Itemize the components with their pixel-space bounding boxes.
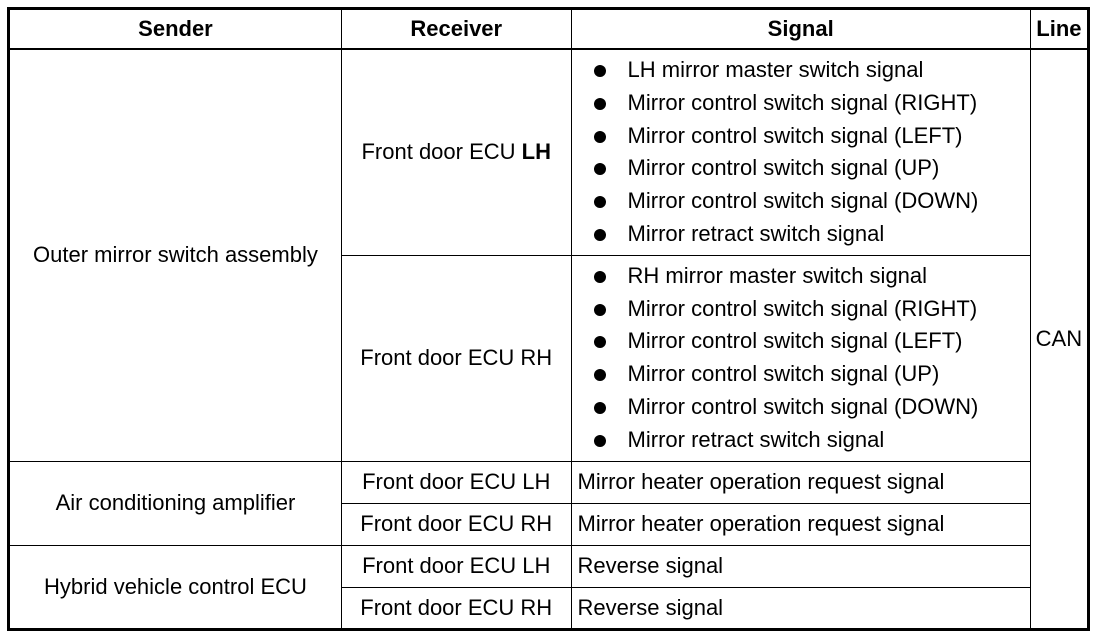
signal-item: LH mirror master switch signal bbox=[592, 54, 1030, 87]
line-cell: CAN bbox=[1029, 48, 1090, 630]
receiver-cell: Front door ECU LH bbox=[340, 460, 572, 504]
receiver-prefix: Front door ECU bbox=[361, 139, 522, 165]
signal-item: Mirror control switch signal (LEFT) bbox=[592, 120, 1030, 153]
header-row: Sender Receiver Signal Line bbox=[8, 8, 1090, 50]
bullet-icon bbox=[593, 369, 606, 382]
receiver-cell: Front door ECU RH bbox=[340, 502, 572, 546]
signal-list: RH mirror master switch signal Mirror co… bbox=[572, 256, 1030, 461]
table-row: Outer mirror switch assembly Front door … bbox=[8, 48, 1090, 630]
header-receiver: Receiver bbox=[340, 8, 572, 50]
header-signal: Signal bbox=[570, 8, 1031, 50]
table-row: Air conditioning amplifier Front door EC… bbox=[8, 460, 1089, 546]
receiver-prefix: Front door ECU bbox=[362, 553, 523, 579]
signal-list: LH mirror master switch signal Mirror co… bbox=[572, 50, 1030, 255]
bullet-icon bbox=[593, 270, 606, 283]
sender-cell: Air conditioning amplifier bbox=[8, 460, 342, 546]
header-sender: Sender bbox=[8, 8, 342, 50]
receiver-cell: Front door ECU LH bbox=[340, 48, 572, 256]
signal-item: Mirror retract switch signal bbox=[592, 424, 1030, 457]
signal-item: Mirror retract switch signal bbox=[592, 218, 1030, 251]
signal-item: Mirror control switch signal (DOWN) bbox=[592, 391, 1030, 424]
receiver-side: RH bbox=[520, 511, 553, 537]
signal-item: Mirror control switch signal (RIGHT) bbox=[592, 293, 1030, 326]
receiver-prefix: Front door ECU bbox=[360, 594, 521, 620]
receiver-side: RH bbox=[520, 345, 553, 371]
receiver-cell: Front door ECU RH bbox=[340, 586, 572, 630]
signal-cell: Mirror heater operation request signal bbox=[570, 502, 1031, 546]
receiver-prefix: Front door ECU bbox=[360, 511, 521, 537]
receiver-side: LH bbox=[522, 553, 551, 579]
header-line: Line bbox=[1029, 8, 1090, 50]
bullet-icon bbox=[593, 303, 606, 316]
signal-item: RH mirror master switch signal bbox=[592, 260, 1030, 293]
bullet-icon bbox=[593, 130, 606, 143]
can-signal-table: Sender Receiver Signal Line Outer mirror… bbox=[7, 7, 1090, 631]
table-row: Front door ECU RH Mirror heater operatio… bbox=[9, 502, 1089, 546]
sender-cell: Outer mirror switch assembly bbox=[8, 48, 342, 462]
bullet-icon bbox=[593, 65, 606, 77]
bullet-icon bbox=[593, 163, 606, 176]
table-row: Hybrid vehicle control ECU Front door EC… bbox=[8, 544, 1089, 630]
signal-cell: Reverse signal bbox=[570, 544, 1031, 588]
receiver-prefix: Front door ECU bbox=[362, 469, 523, 495]
signal-list-cell: RH mirror master switch signal Mirror co… bbox=[570, 254, 1031, 462]
bullet-icon bbox=[593, 97, 606, 110]
signal-item: Mirror control switch signal (UP) bbox=[592, 152, 1030, 185]
bullet-icon bbox=[593, 196, 606, 209]
receiver-prefix: Front door ECU bbox=[360, 345, 521, 371]
receiver-cell: Front door ECU LH bbox=[340, 544, 572, 588]
receiver-side: RH bbox=[520, 594, 553, 620]
receiver-side: LH bbox=[521, 139, 551, 165]
receiver-side: LH bbox=[522, 469, 551, 495]
signal-item: Mirror control switch signal (LEFT) bbox=[592, 325, 1030, 358]
bullet-icon bbox=[593, 402, 606, 415]
sender-cell: Hybrid vehicle control ECU bbox=[8, 544, 342, 630]
signal-cell: Reverse signal bbox=[570, 586, 1031, 630]
signal-item: Mirror control switch signal (UP) bbox=[592, 358, 1030, 391]
signal-cell: Mirror heater operation request signal bbox=[570, 460, 1031, 504]
signal-list-cell: LH mirror master switch signal Mirror co… bbox=[570, 48, 1031, 256]
bullet-icon bbox=[593, 336, 606, 349]
receiver-cell: Front door ECU RH bbox=[340, 254, 572, 462]
table-row: Front door ECU RH Reverse signal bbox=[9, 586, 1089, 630]
signal-item: Mirror control switch signal (RIGHT) bbox=[592, 87, 1030, 120]
signal-item: Mirror control switch signal (DOWN) bbox=[592, 185, 1030, 218]
bullet-icon bbox=[593, 228, 606, 241]
bullet-icon bbox=[593, 434, 606, 447]
